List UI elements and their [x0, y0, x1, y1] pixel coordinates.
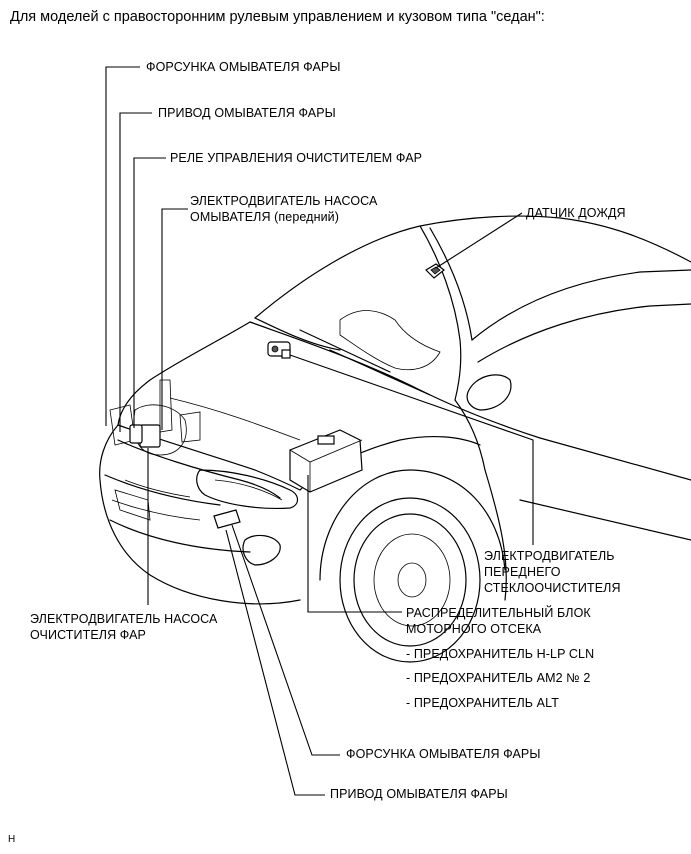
label-engine-room-junction-block: РАСПРЕДЕЛИТЕЛЬНЫЙ БЛОК МОТОРНОГО ОТСЕКА — [406, 606, 591, 636]
label-headlamp-washer-actuator-bottom: ПРИВОД ОМЫВАТЕЛЯ ФАРЫ — [330, 787, 508, 801]
label-headlamp-washer-nozzle-top: ФОРСУНКА ОМЫВАТЕЛЯ ФАРЫ — [146, 60, 341, 74]
diagram-heading: Для моделей с правосторонним рулевым упр… — [10, 9, 545, 25]
wiper-motor-part — [267, 341, 291, 359]
label-headlamp-washer-actuator-top: ПРИВОД ОМЫВАТЕЛЯ ФАРЫ — [158, 106, 336, 120]
leader-lines — [105, 66, 534, 796]
rain-sensor-part — [425, 263, 445, 279]
headlamp-washer-nozzle-part — [213, 509, 241, 529]
figure-code: H — [8, 834, 16, 845]
label-headlamp-cleaner-relay: РЕЛЕ УПРАВЛЕНИЯ ОЧИСТИТЕЛЕМ ФАР — [170, 151, 423, 165]
engine-room-junction-block — [289, 429, 363, 493]
fuse-item: - ПРЕДОХРАНИТЕЛЬ ALT — [406, 696, 559, 710]
label-front-washer-motor: ЭЛЕКТРОДВИГАТЕЛЬ НАСОСА ОМЫВАТЕЛЯ (перед… — [190, 194, 378, 224]
label-front-wiper-motor: ЭЛЕКТРОДВИГАТЕЛЬ ПЕРЕДНЕГО СТЕКЛООЧИСТИТ… — [484, 549, 621, 595]
fuse-item: - ПРЕДОХРАНИТЕЛЬ H-LP CLN — [406, 647, 595, 661]
label-rain-sensor: ДАТЧИК ДОЖДЯ — [526, 206, 626, 220]
washer-motor-part — [129, 424, 161, 448]
label-headlamp-cleaner-motor: ЭЛЕКТРОДВИГАТЕЛЬ НАСОСА ОЧИСТИТЕЛЯ ФАР — [30, 612, 218, 642]
fuse-item: - ПРЕДОХРАНИТЕЛЬ AM2 № 2 — [406, 671, 591, 685]
label-headlamp-washer-nozzle-bottom: ФОРСУНКА ОМЫВАТЕЛЯ ФАРЫ — [346, 747, 541, 761]
